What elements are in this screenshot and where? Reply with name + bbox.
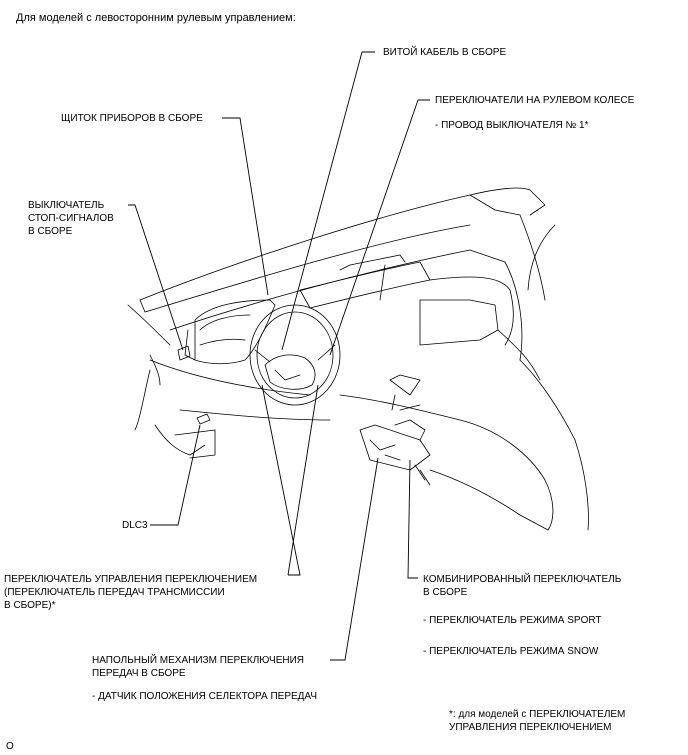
label-floor-shift-line-1: НАПОЛЬНЫЙ МЕХАНИЗМ ПЕРЕКЛЮЧЕНИЯ	[92, 655, 305, 666]
label-steering-switches: ПЕРЕКЛЮЧАТЕЛИ НА РУЛЕВОМ КОЛЕСЕ	[435, 95, 635, 106]
label-paddle-line-3: В СБОРЕ)*	[4, 600, 56, 611]
label-switch-wire: - ПРОВОД ВЫКЛЮЧАТЕЛЯ № 1*	[435, 120, 589, 131]
footnote-line-2: УПРАВЛЕНИЯ ПЕРЕКЛЮЧЕНИЕМ	[449, 722, 612, 733]
footnote: *: для моделей с ПЕРЕКЛЮЧАТЕЛЕМ УПРАВЛЕН…	[449, 708, 625, 734]
label-stop-lamp-line-3: В СБОРЕ	[28, 226, 73, 237]
label-combination-switch: КОМБИНИРОВАННЫЙ ПЕРЕКЛЮЧАТЕЛЬ В СБОРЕ	[423, 573, 621, 599]
label-combination-line-2: В СБОРЕ	[423, 587, 468, 598]
label-snow-mode: - ПЕРЕКЛЮЧАТЕЛЬ РЕЖИМА SNOW	[423, 646, 599, 657]
footnote-line-1: *: для моделей с ПЕРЕКЛЮЧАТЕЛЕМ	[449, 709, 626, 720]
label-floor-shift: НАПОЛЬНЫЙ МЕХАНИЗМ ПЕРЕКЛЮЧЕНИЯ ПЕРЕДАЧ …	[92, 654, 304, 680]
label-paddle-line-1: ПЕРЕКЛЮЧАТЕЛЬ УПРАВЛЕНИЯ ПЕРЕКЛЮЧЕНИЕМ	[4, 574, 258, 585]
label-paddle-shift: ПЕРЕКЛЮЧАТЕЛЬ УПРАВЛЕНИЯ ПЕРЕКЛЮЧЕНИЕМ (…	[4, 573, 257, 612]
label-instrument-panel: ЩИТОК ПРИБОРОВ В СБОРЕ	[61, 113, 203, 124]
label-dlc3: DLC3	[122, 520, 148, 531]
page-marker: O	[6, 741, 14, 752]
label-stop-lamp-line-1: ВЫКЛЮЧАТЕЛЬ	[28, 200, 105, 211]
page-header: Для моделей с левосторонним рулевым упра…	[16, 12, 296, 24]
label-stop-lamp-line-2: СТОП-СИГНАЛОВ	[28, 213, 114, 224]
label-paddle-line-2: (ПЕРЕКЛЮЧАТЕЛЬ ПЕРЕДАЧ ТРАНСМИССИИ	[4, 587, 225, 598]
label-sport-mode: - ПЕРЕКЛЮЧАТЕЛЬ РЕЖИМА SPORT	[423, 615, 602, 626]
label-combination-line-1: КОМБИНИРОВАННЫЙ ПЕРЕКЛЮЧАТЕЛЬ	[423, 574, 622, 585]
label-position-sensor: - ДАТЧИК ПОЛОЖЕНИЯ СЕЛЕКТОРА ПЕРЕДАЧ	[92, 691, 317, 702]
label-stop-lamp-switch: ВЫКЛЮЧАТЕЛЬ СТОП-СИГНАЛОВ В СБОРЕ	[28, 199, 114, 238]
label-spiral-cable: ВИТОЙ КАБЕЛЬ В СБОРЕ	[383, 47, 507, 58]
label-floor-shift-line-2: ПЕРЕДАЧ В СБОРЕ	[92, 668, 186, 679]
